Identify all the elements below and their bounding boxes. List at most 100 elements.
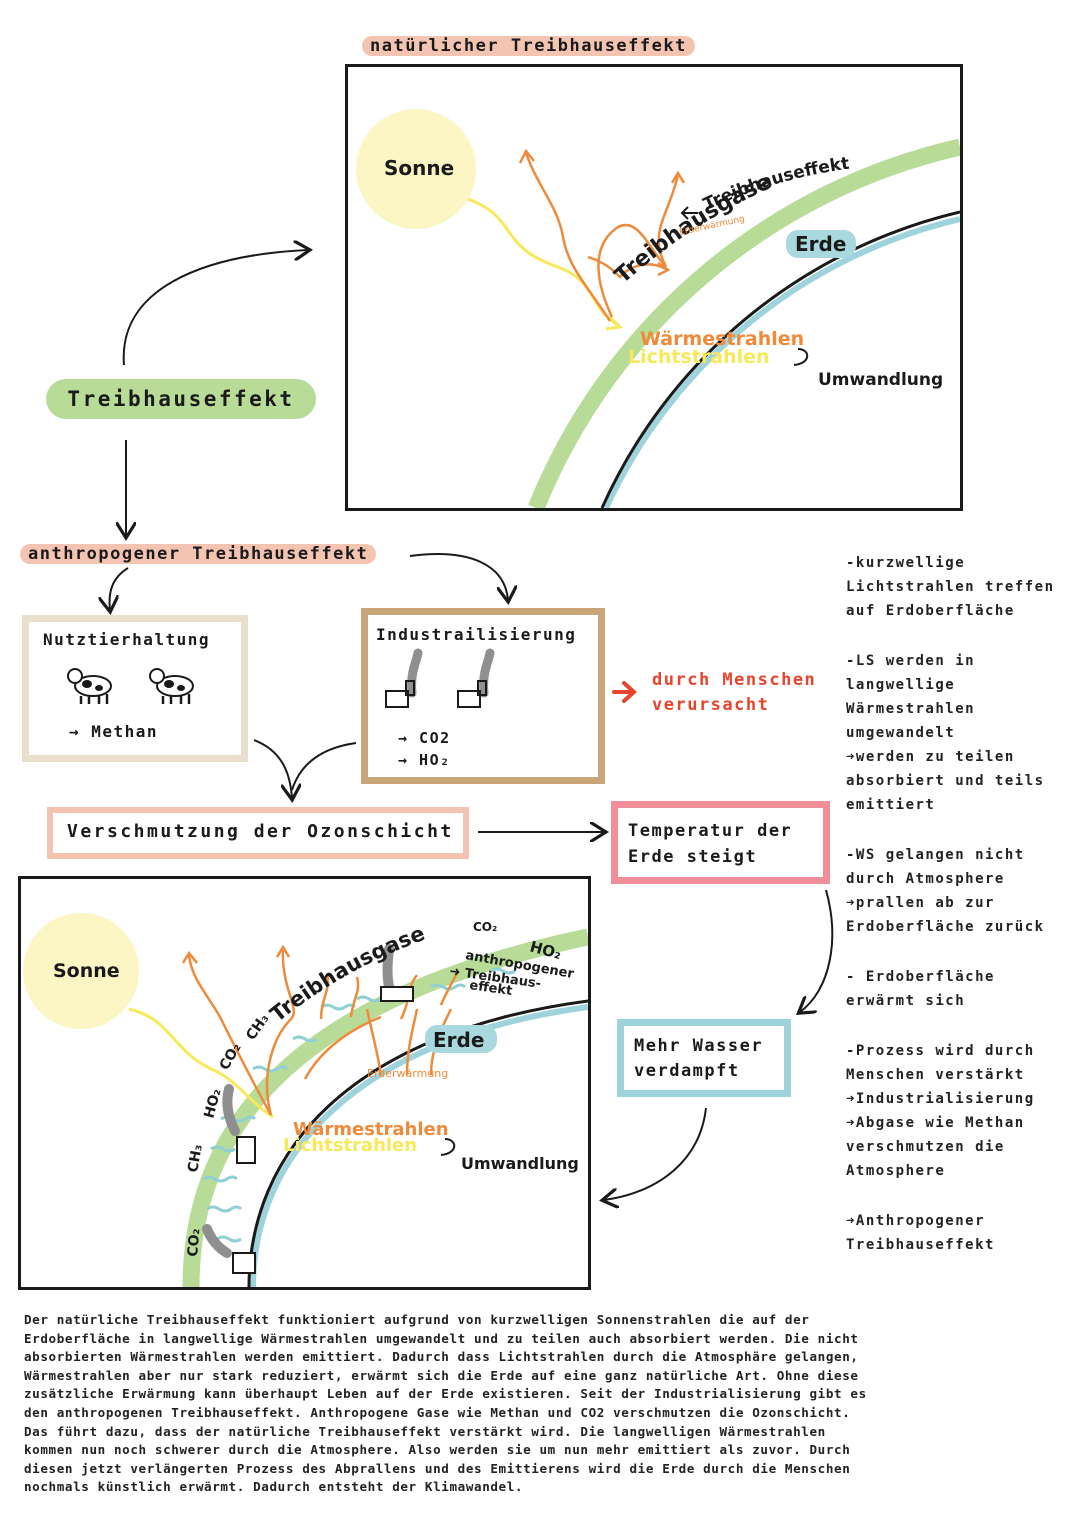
heat-rays-label: Wärmestrahlen xyxy=(293,1119,449,1140)
natural-effect-title: natürlicher Treibhauseffekt xyxy=(362,36,695,56)
heat-ray-1 xyxy=(524,152,612,322)
earth-label-bg xyxy=(425,1025,497,1053)
atmosphere-band xyxy=(182,928,588,1287)
earth-label: Erde xyxy=(433,1028,484,1052)
conversion-label: Umwandlung xyxy=(818,370,943,390)
note-line: - Erdoberfläche xyxy=(846,969,995,985)
note-line: erwärmt sich xyxy=(846,993,966,1009)
arrow-to-livestock xyxy=(110,567,129,610)
earth-label-bg xyxy=(786,230,856,258)
note-line: Menschen verstärkt xyxy=(846,1067,1025,1083)
note-line xyxy=(846,817,1055,843)
note-line: ➜Industrialisierung xyxy=(846,1091,1035,1107)
cow-icons xyxy=(67,668,194,704)
note-line: Treibhauseffekt xyxy=(846,1237,995,1253)
arrow-to-industry xyxy=(409,553,508,600)
earth-surface xyxy=(250,1004,588,1287)
earth-label: Erde xyxy=(795,232,846,256)
factory-icons xyxy=(385,648,495,708)
anthro-effect-title: anthropogener Treibhauseffekt xyxy=(20,544,377,564)
temperature-label: Temperatur der Erde steigt xyxy=(628,821,793,867)
red-arrow xyxy=(612,681,637,703)
factory-icon xyxy=(385,648,423,708)
note-line xyxy=(846,1183,1055,1209)
note-line: Atmosphere xyxy=(846,1163,946,1179)
temperature-box: Temperatur der Erde steigt xyxy=(611,801,830,884)
note-line: Lichtstrahlen treffen xyxy=(846,579,1055,595)
sun-label: Sonne xyxy=(53,960,120,982)
industry-items: → CO2 → HO₂ xyxy=(398,727,451,771)
co2-top-label: CO₂ xyxy=(473,920,497,934)
paragraph-line: Das führt dazu, dass der natürliche Trei… xyxy=(24,1423,826,1439)
note-line: -LS werden in xyxy=(846,653,976,669)
industry-box: Industrailisierung → CO2 → HO₂ xyxy=(361,608,605,784)
note-line xyxy=(846,939,1055,965)
livestock-title: Nutztierhaltung xyxy=(43,630,210,649)
ozone-pollution-label: Verschmutzung der Ozonschicht xyxy=(67,821,454,842)
note-line xyxy=(846,623,1055,649)
sun xyxy=(23,913,139,1029)
greenhouse-effect-label: Treibhauseffekt xyxy=(46,379,316,419)
note-line: durch Atmosphere xyxy=(846,871,1005,887)
water-box: Mehr Wasser verdampft xyxy=(617,1019,791,1097)
paragraph-line: nochmals künstlich erwärmt. Dadurch ents… xyxy=(24,1479,524,1495)
arrow-temp-to-water xyxy=(800,889,834,1012)
ch3-upper-label: CH₃ xyxy=(243,1011,272,1043)
heat-rays-label: Wärmestrahlen xyxy=(640,328,804,350)
arrow-to-natural xyxy=(122,250,308,366)
note-line xyxy=(846,1013,1055,1039)
arrow-water-to-diagram xyxy=(604,1107,707,1200)
heat-rays xyxy=(181,944,459,1116)
heat-ray-4 xyxy=(587,255,667,279)
paragraph-line: zusätzliche Erwärmung kann überhaupt Leb… xyxy=(24,1386,867,1402)
paragraph-line: Erdoberfläche in langwellige Wärmestrahl… xyxy=(24,1330,859,1346)
light-ray xyxy=(128,1007,274,1119)
cow-icon xyxy=(67,668,112,704)
paragraph-line: diesen jetzt verlängerten Prozess des Ab… xyxy=(24,1460,851,1476)
co2-left-label: CO₂ xyxy=(185,1228,203,1258)
note-line: Wärmestrahlen xyxy=(846,701,976,717)
note-line: -kurzwellige xyxy=(846,555,966,571)
paragraph-line: Wärmestrahlen aber nur stark reduziert, … xyxy=(24,1367,859,1383)
note-line: ➜werden zu teilen xyxy=(846,749,1015,765)
ch3-left-label: CH₃ xyxy=(185,1143,206,1173)
warming-label: Erderwärmung xyxy=(367,1067,448,1080)
natural-effect-diagram: Sonne Treibhausgase Treibhauseffekt Erde… xyxy=(345,64,963,511)
note-line: Erdoberfläche zurück xyxy=(846,919,1045,935)
factory-icon xyxy=(380,944,414,1002)
note-line: auf Erdoberfläche xyxy=(846,603,1015,619)
anthro-effect-diagram: Sonne Treibhausgase CO₂ HO₂ anthropogene… xyxy=(18,876,591,1290)
note-line: absorbiert und teils xyxy=(846,773,1045,789)
sun-label: Sonne xyxy=(384,156,454,180)
industry-item: → CO2 xyxy=(398,729,451,747)
industry-item: → HO₂ xyxy=(398,751,451,769)
arrow-merge-left xyxy=(253,739,292,798)
note-line: ➜prallen ab zur xyxy=(846,895,995,911)
light-rays-label: Lichtstrahlen xyxy=(628,346,770,368)
earth-surface xyxy=(603,216,960,508)
note-line: -WS gelangen nicht xyxy=(846,847,1025,863)
note-line: umgewandelt xyxy=(846,725,956,741)
trapped-heat-waves xyxy=(202,967,516,1243)
note-line: ➜Abgase wie Methan xyxy=(846,1115,1025,1131)
note-line: -Prozess wird durch xyxy=(846,1043,1035,1059)
ozone-pollution-box: Verschmutzung der Ozonschicht xyxy=(47,807,469,859)
light-ray xyxy=(467,197,619,327)
side-notes: -kurzwellige Lichtstrahlen treffen auf E… xyxy=(846,551,1055,1257)
summary-paragraph: Der natürliche Treibhauseffekt funktioni… xyxy=(24,1311,1059,1497)
note-line: emittiert xyxy=(846,797,936,813)
water-label: Mehr Wasser verdampft xyxy=(634,1036,764,1081)
effect-end-label: effekt xyxy=(468,978,513,999)
cow-icon xyxy=(149,668,194,704)
light-rays-label: Lichtstrahlen xyxy=(283,1135,417,1156)
livestock-box: Nutztierhaltung → Methan xyxy=(22,615,248,762)
factory-icon xyxy=(202,1224,256,1274)
human-caused-label: durch Menschen verursacht xyxy=(652,670,817,715)
note-line: ➜Anthropogener xyxy=(846,1213,986,1229)
factory-icon xyxy=(457,648,495,708)
industry-title: Industrailisierung xyxy=(376,625,577,644)
note-line: langwellige xyxy=(846,677,956,693)
factory-icon xyxy=(222,1084,256,1164)
